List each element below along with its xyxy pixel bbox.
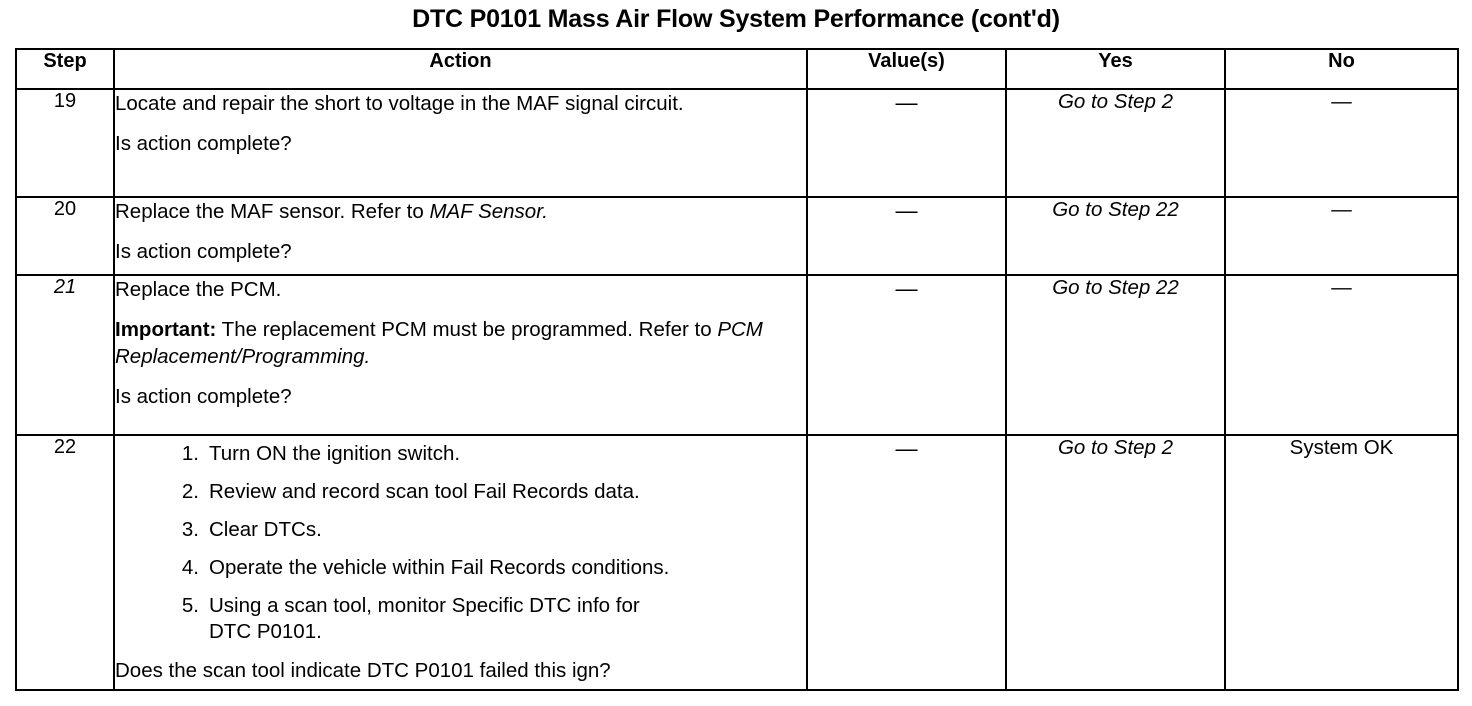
action-question: Is action complete? xyxy=(115,240,292,263)
no-cell: System OK xyxy=(1224,434,1459,691)
step-number: 22 xyxy=(15,434,115,691)
column-header-no: No xyxy=(1224,48,1459,90)
value-cell: — xyxy=(806,434,1007,691)
action-cell: Turn ON the ignition switch. Review and … xyxy=(113,434,808,691)
yes-cell: Go to Step 2 xyxy=(1005,88,1226,198)
diagnostic-steps-table: Step Action Value(s) Yes No 19 Locate an… xyxy=(15,48,1459,691)
action-text: Replace the PCM. xyxy=(115,278,282,301)
step-number: 19 xyxy=(15,88,115,198)
value-cell: — xyxy=(806,88,1007,198)
no-action-result: System OK xyxy=(1289,436,1394,459)
action-important-note: Important: The replacement PCM must be p… xyxy=(115,316,806,370)
action-text-reference: MAF Sensor. xyxy=(429,200,548,223)
action-question: Is action complete? xyxy=(115,132,292,155)
table-row: 20 Replace the MAF sensor. Refer to MAF … xyxy=(15,196,1459,276)
table-row: 22 Turn ON the ignition switch. Review a… xyxy=(15,434,1459,691)
no-action-value: — xyxy=(1331,276,1352,299)
no-action-value: — xyxy=(1331,198,1352,221)
action-question: Is action complete? xyxy=(115,385,292,408)
yes-action-link[interactable]: Go to Step 2 xyxy=(1057,90,1174,113)
no-action-value: — xyxy=(1331,90,1352,113)
column-header-yes: Yes xyxy=(1005,48,1226,90)
step-number: 20 xyxy=(15,196,115,276)
yes-cell: Go to Step 22 xyxy=(1005,274,1226,436)
list-item: Operate the vehicle within Fail Records … xyxy=(173,555,670,581)
table-header-row: Step Action Value(s) Yes No xyxy=(15,48,1459,90)
action-cell: Locate and repair the short to voltage i… xyxy=(113,88,808,198)
important-text: The replacement PCM must be programmed. … xyxy=(216,318,718,341)
yes-action-link[interactable]: Go to Step 22 xyxy=(1052,198,1179,221)
no-cell: — xyxy=(1224,88,1459,198)
yes-action-link[interactable]: Go to Step 2 xyxy=(1057,436,1174,459)
value-cell: — xyxy=(806,196,1007,276)
step-number: 21 xyxy=(15,274,115,436)
list-item: Clear DTCs. xyxy=(173,517,322,543)
table-row: 19 Locate and repair the short to voltag… xyxy=(15,88,1459,198)
action-step-list: Turn ON the ignition switch. Review and … xyxy=(115,441,806,645)
table-row: 21 Replace the PCM. Important: The repla… xyxy=(15,274,1459,436)
list-item: Review and record scan tool Fail Records… xyxy=(173,479,640,505)
column-header-action: Action xyxy=(113,48,808,90)
no-cell: — xyxy=(1224,196,1459,276)
yes-cell: Go to Step 2 xyxy=(1005,434,1226,691)
yes-action-link[interactable]: Go to Step 22 xyxy=(1052,276,1179,299)
yes-cell: Go to Step 22 xyxy=(1005,196,1226,276)
important-label: Important: xyxy=(115,318,217,341)
list-item: Turn ON the ignition switch. xyxy=(173,441,461,467)
action-cell: Replace the MAF sensor. Refer to MAF Sen… xyxy=(113,196,808,276)
action-cell: Replace the PCM. Important: The replacem… xyxy=(113,274,808,436)
action-text: Locate and repair the short to voltage i… xyxy=(115,92,684,115)
column-header-step: Step xyxy=(15,48,115,90)
value-cell: — xyxy=(806,274,1007,436)
action-text: Replace the MAF sensor. Refer to MAF Sen… xyxy=(115,198,806,225)
no-cell: — xyxy=(1224,274,1459,436)
action-text-plain: Replace the MAF sensor. Refer to xyxy=(115,200,430,223)
action-question: Does the scan tool indicate DTC P0101 fa… xyxy=(115,659,611,682)
page-title: DTC P0101 Mass Air Flow System Performan… xyxy=(412,5,1060,33)
list-item: Using a scan tool, monitor Specific DTC … xyxy=(173,593,640,643)
column-header-value: Value(s) xyxy=(806,48,1007,90)
important-reference: PCM Replacement/Programming. xyxy=(115,318,763,368)
